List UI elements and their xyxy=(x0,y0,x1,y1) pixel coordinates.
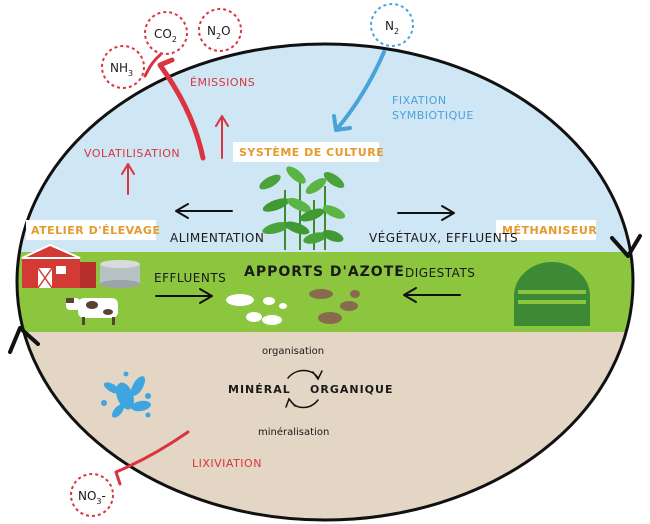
label-fixation-2: SYMBIOTIQUE xyxy=(392,109,474,122)
methaniseur-illustration xyxy=(514,262,590,326)
gas-bubble-n2o xyxy=(198,8,242,52)
gas-bubble-no3 xyxy=(70,473,114,517)
gas-n2o: N2O xyxy=(198,8,242,52)
arrow-vegetaux xyxy=(397,205,455,221)
arrow-alimentation xyxy=(175,203,233,219)
gas-no3: NO3- xyxy=(70,473,114,517)
label-mineral: MINÉRAL xyxy=(228,383,291,396)
label-emissions: ÉMISSIONS xyxy=(190,76,255,89)
gas-n2-label: N2 xyxy=(385,19,399,36)
gas-bubble-co2 xyxy=(144,11,188,55)
box-systeme-culture xyxy=(233,142,379,162)
box-atelier-elevage xyxy=(26,220,156,240)
label-volatilisation: VOLATILISATION xyxy=(84,147,180,160)
tank-illustration xyxy=(100,260,140,288)
cycle-arrow-top xyxy=(287,369,323,381)
label-apports-azote: APPORTS D'AZOTE xyxy=(244,264,405,280)
gas-nh3-label: NH3 xyxy=(110,61,133,78)
gas-nh3: NH3 xyxy=(101,45,145,89)
emission-arrow-up xyxy=(215,115,229,159)
gas-co2-label: CO2 xyxy=(154,27,177,44)
gas-bubble-n2 xyxy=(370,3,414,47)
label-organisation: organisation xyxy=(262,346,324,357)
nh3-stroke xyxy=(143,53,162,78)
label-methaniseur: MÉTHANISEUR xyxy=(502,224,597,237)
label-alimentation: ALIMENTATION xyxy=(170,231,264,245)
label-fixation-1: FIXATION xyxy=(392,94,447,107)
label-digestats: DIGESTATS xyxy=(405,266,475,280)
gas-n2: N2 xyxy=(370,3,414,47)
label-effluents: EFFLUENTS xyxy=(154,271,226,285)
arrow-digestats xyxy=(403,287,461,303)
label-atelier-elevage: ATELIER D'ÉLEVAGE xyxy=(31,224,160,237)
water-splash-icon xyxy=(101,371,151,418)
label-lixiviation: LIXIVIATION xyxy=(192,457,262,470)
cycle-arrowhead-left xyxy=(8,326,40,354)
gas-bubble-nh3 xyxy=(101,45,145,89)
cycle-arrow-bottom xyxy=(285,397,319,409)
barn-illustration xyxy=(21,243,96,289)
fixation-arrow xyxy=(332,50,386,132)
arrow-effluents xyxy=(155,288,213,304)
cow-illustration xyxy=(66,298,118,325)
label-systeme-culture: SYSTÈME DE CULTURE xyxy=(239,146,384,159)
gas-co2: CO2 xyxy=(144,11,188,55)
label-vegetaux-effluents: VÉGÉTAUX, EFFLUENTS xyxy=(369,230,518,245)
crop-plants-illustration xyxy=(259,166,346,250)
nitrogen-pellets xyxy=(226,289,360,325)
cycle-outline xyxy=(15,42,635,522)
label-organique: ORGANIQUE xyxy=(310,383,393,396)
box-methaniseur xyxy=(496,220,596,240)
lixiviation-stroke xyxy=(114,430,190,486)
volatilisation-arrow-up xyxy=(121,163,135,195)
cycle-arrowhead-right xyxy=(610,234,642,258)
gas-no3-label: NO3- xyxy=(78,489,106,506)
emission-stroke-big xyxy=(157,57,206,161)
gas-n2o-label: N2O xyxy=(207,24,231,41)
label-mineralisation: minéralisation xyxy=(258,426,329,438)
